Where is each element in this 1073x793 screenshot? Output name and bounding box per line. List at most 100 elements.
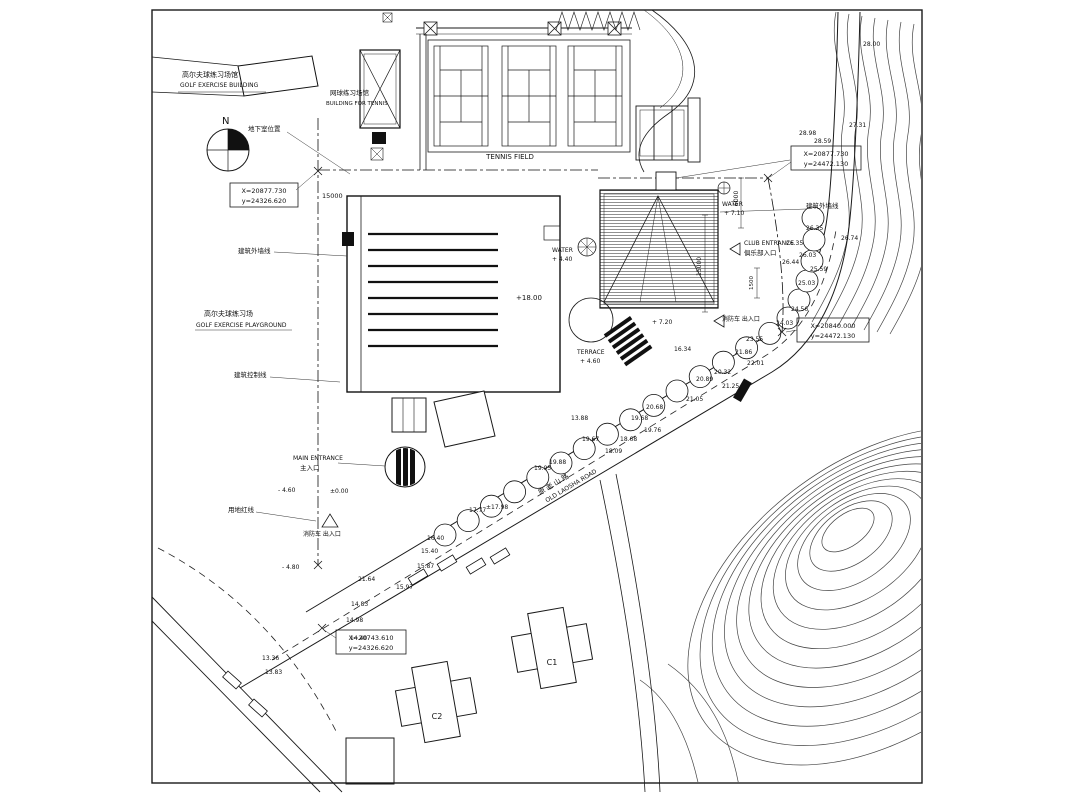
building-for-tennis <box>359 12 401 161</box>
terrace-circle <box>568 297 614 343</box>
spot-elevation: 21.25 <box>722 383 739 390</box>
coord-e-x: X=20840.000 <box>810 322 855 330</box>
spot-elevation: 18.68 <box>620 436 637 443</box>
stair-bar <box>607 321 637 344</box>
club-front-level: + 7.20 <box>652 319 672 326</box>
hedge-zigzag <box>555 11 641 31</box>
level-minus46: - 4.60 <box>278 487 296 494</box>
spot-elevation: 13.83 <box>265 669 282 676</box>
contour-ellipse <box>687 426 921 766</box>
spot-elevation: 13.88 <box>571 415 588 422</box>
tree-circle <box>802 228 826 252</box>
spot-elevation: ±17.98 <box>486 504 508 511</box>
spot-elevation: 15.87 <box>417 563 434 570</box>
coord-nw-x: X=20877.730 <box>241 187 286 195</box>
fire-access-arrow-right <box>713 314 725 328</box>
car-symbol <box>489 547 511 565</box>
road-centerline <box>271 229 837 661</box>
stairs <box>603 316 653 367</box>
hill-contours <box>687 426 921 766</box>
tree-circle <box>596 422 619 446</box>
spot-elevation: 26.35 <box>806 225 823 232</box>
north-label: N <box>222 116 229 127</box>
tree-circle <box>549 451 573 475</box>
club-entrance-label-en: CLUB ENTRANCE <box>744 240 794 247</box>
water1-level: + 4.40 <box>552 256 572 263</box>
spot-elevation: 28.98 <box>799 130 816 137</box>
spot-elevation: 14.40 <box>350 635 367 642</box>
water2-label: WATER <box>722 201 743 208</box>
tree-circle <box>503 480 526 504</box>
tennis-field-label: TENNIS FIELD <box>485 153 534 161</box>
coord-s-x: X=20743.610 <box>348 634 393 642</box>
spot-elevation: 27.31 <box>849 122 866 129</box>
car-symbol <box>248 698 268 718</box>
level-minus48: - 4.80 <box>282 564 300 571</box>
spot-elevation: 20.89 <box>696 376 713 383</box>
wall-line-right-label: 建筑外墙线 <box>806 201 839 210</box>
tree-circle <box>642 393 666 417</box>
spot-elevation: 26.35 <box>786 240 803 247</box>
contour-ellipse <box>736 456 921 688</box>
parked-cars <box>222 547 511 718</box>
spot-elevation: 28.00 <box>863 41 880 48</box>
contour-ellipse <box>809 500 893 572</box>
tree-circle <box>801 206 825 230</box>
golf-exercise-building <box>151 55 319 97</box>
spot-elevation: 13.36 <box>262 655 279 662</box>
car-symbol <box>222 670 242 690</box>
coord-nw-y: y=24326.620 <box>242 197 286 205</box>
spot-elevation: 16.40 <box>427 535 444 542</box>
club-entrance-arrow <box>729 242 741 256</box>
contour-lines-northeast <box>811 11 921 335</box>
clubhouse-building <box>599 159 791 309</box>
spot-elevation: 18.09 <box>605 448 622 455</box>
control-line-label: 建筑控制线 <box>234 370 267 379</box>
spot-elevation: 15.40 <box>421 548 438 555</box>
drawing-frame <box>151 9 923 784</box>
dim-15000-right: 15000 <box>696 257 703 276</box>
main-entrance-label-en: MAIN ENTRANCE <box>293 455 343 462</box>
south-structures <box>391 390 496 448</box>
spot-elevation: 16.34 <box>674 346 691 353</box>
tennis-field <box>416 21 632 170</box>
spot-elevation: 21.05 <box>686 396 703 403</box>
south-building <box>345 737 395 785</box>
spot-elevation: 20.68 <box>646 404 663 411</box>
tree-circle <box>619 408 642 432</box>
fire-access-left-label: 消防车 出入口 <box>303 530 341 538</box>
spot-elevation: 25.03 <box>798 280 815 287</box>
water1-label: WATER <box>552 247 573 254</box>
house-c1-label: C1 <box>547 658 558 667</box>
tree-circle <box>735 336 758 360</box>
tennis-courts <box>433 45 623 147</box>
stair-bar <box>603 316 633 338</box>
coord-ne-y: y=24472.130 <box>804 160 848 168</box>
tree-circle <box>688 365 712 389</box>
fire-access-arrow-left <box>321 513 339 528</box>
spot-elevation: 15.97 <box>396 584 413 591</box>
wall-line-left-label: 建筑外墙线 <box>238 246 271 255</box>
playground-label-cn: 高尔夫球练习场 <box>204 309 253 318</box>
contour-ellipse <box>748 463 921 669</box>
coord-s-y: y=24326.620 <box>349 644 393 652</box>
house-c1 <box>510 606 594 690</box>
spot-elevation: 19.76 <box>644 427 661 434</box>
dim-1500: 1500 <box>749 276 755 290</box>
spot-elevation: 24.03 <box>776 320 793 327</box>
dimension-lines <box>702 177 760 313</box>
spot-elevation: 25.59 <box>810 266 827 273</box>
stair-bar <box>615 333 645 355</box>
tree-circle <box>479 494 503 518</box>
water-feature-2 <box>717 181 731 195</box>
contour-ellipse <box>699 434 921 746</box>
water2-level: + 7.10 <box>724 210 744 217</box>
spot-elevation: 19.67 <box>582 436 599 443</box>
dim-15000-left: 15000 <box>322 192 343 200</box>
driving-range-building <box>342 195 561 393</box>
tree-circle <box>572 437 596 461</box>
spot-elevation: 24.56 <box>791 306 808 313</box>
contour-ellipse <box>785 485 921 611</box>
water-feature-1 <box>577 237 597 257</box>
